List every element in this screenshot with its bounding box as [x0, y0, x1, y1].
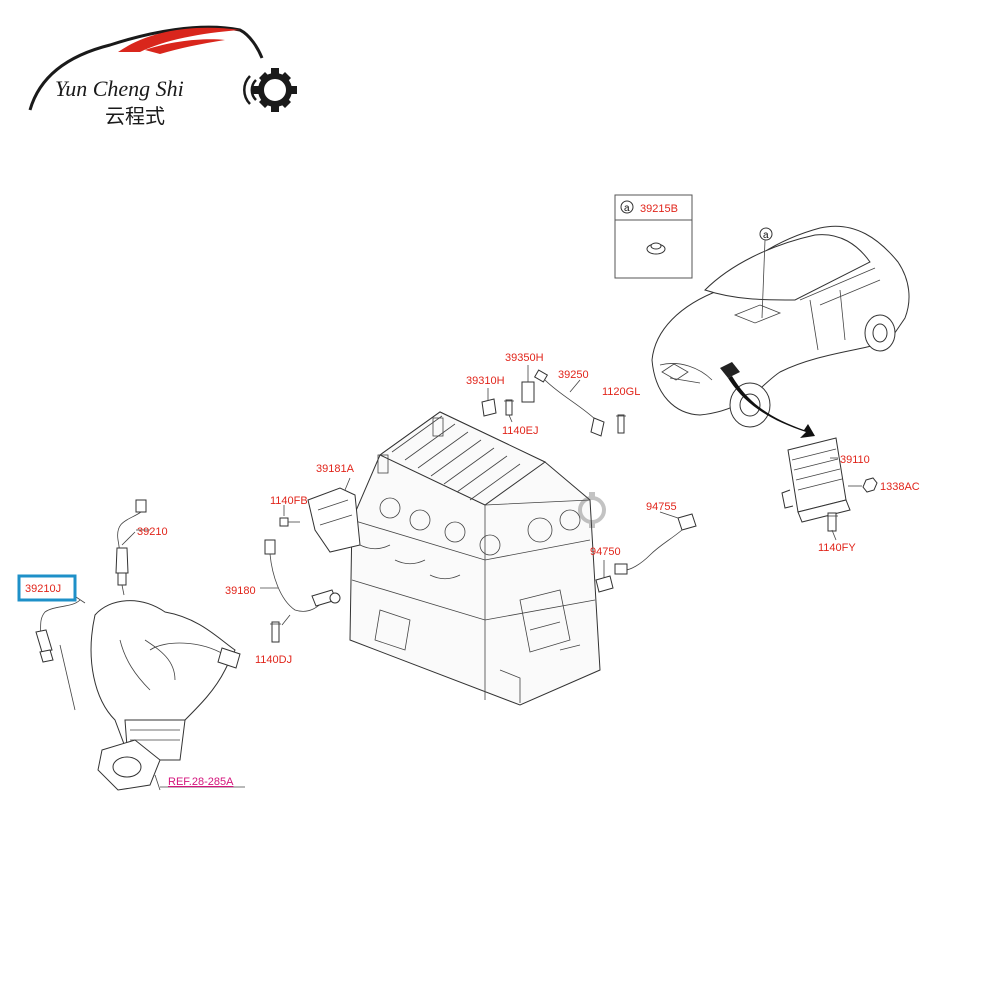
- engine-assembly: [349, 411, 601, 706]
- inset-circle-a: [620, 200, 634, 214]
- sensor-39250: [533, 369, 605, 437]
- car-circle-letter: a: [763, 230, 769, 241]
- bolt-1140FY: [826, 512, 838, 532]
- label-39110: 39110: [840, 454, 870, 466]
- highlight-box-39210J: [17, 574, 77, 602]
- bolt-1140FB: [279, 505, 300, 527]
- logo-swoosh: [118, 27, 240, 52]
- car-circle-a: [759, 227, 773, 241]
- reference-label: REF.28-285A: [168, 776, 234, 788]
- brand-logo: Yun Cheng Shi 云程式: [28, 25, 297, 128]
- label-39250: 39250: [558, 369, 589, 381]
- logo-car-outline: [28, 25, 264, 111]
- clip-39350H: [521, 365, 535, 403]
- watermark-gear-icon: [578, 492, 606, 528]
- inset-box: a 39215B: [614, 194, 693, 279]
- sensor-94750: [595, 560, 614, 593]
- logo-name-en: Yun Cheng Shi: [55, 76, 184, 101]
- label-39350H: 39350H: [505, 352, 544, 364]
- label-1140FY: 1140FY: [818, 542, 856, 554]
- inset-circle-letter: a: [624, 203, 630, 214]
- label-94750: 94750: [590, 546, 621, 558]
- ecu-module: [781, 437, 851, 523]
- ecu-location-arrow: [728, 376, 815, 438]
- sensor-39180: [260, 539, 341, 612]
- car-front-wheel-hub: [739, 393, 761, 417]
- sensor-39310H: [481, 388, 497, 417]
- bolt-1140DJ: [270, 614, 291, 643]
- label-39210J: 39210J: [25, 583, 61, 595]
- vehicle-illustration: a: [651, 225, 910, 438]
- label-1140EJ: 1140EJ: [502, 425, 539, 437]
- label-1140FB: 1140FB: [270, 495, 308, 507]
- clip-part-icon: [646, 242, 666, 255]
- label-1120GL: 1120GL: [602, 386, 640, 398]
- inset-part-no: 39215B: [640, 203, 678, 215]
- bracket-39181A: [307, 477, 361, 553]
- sensor-39210J: [35, 599, 81, 711]
- label-1338AC: 1338AC: [880, 481, 920, 493]
- part-labels: 39210 39210J 1140FB 39181A 39180 1140DJ …: [17, 352, 920, 788]
- label-39180: 39180: [225, 585, 256, 597]
- label-39210: 39210: [137, 526, 168, 538]
- bolt-1120GL: [616, 414, 626, 434]
- leader-lines: [75, 457, 838, 788]
- label-1140DJ: 1140DJ: [255, 654, 292, 666]
- logo-name-cn: 云程式: [105, 104, 165, 128]
- logo-signal-icon: [243, 75, 263, 105]
- label-39181A: 39181A: [316, 463, 355, 475]
- bolt-1140EJ: [504, 399, 514, 423]
- logo-gear-icon: [253, 68, 297, 112]
- car-rear-wheel-hub: [872, 323, 888, 343]
- sensor-39210: [115, 499, 147, 596]
- label-94755: 94755: [646, 501, 677, 513]
- bolt-1338AC: [848, 477, 878, 493]
- sensor-94755: [614, 511, 697, 575]
- exhaust-manifold: [90, 600, 241, 791]
- logo-swoosh-inner: [145, 39, 225, 54]
- label-39310H: 39310H: [466, 375, 505, 387]
